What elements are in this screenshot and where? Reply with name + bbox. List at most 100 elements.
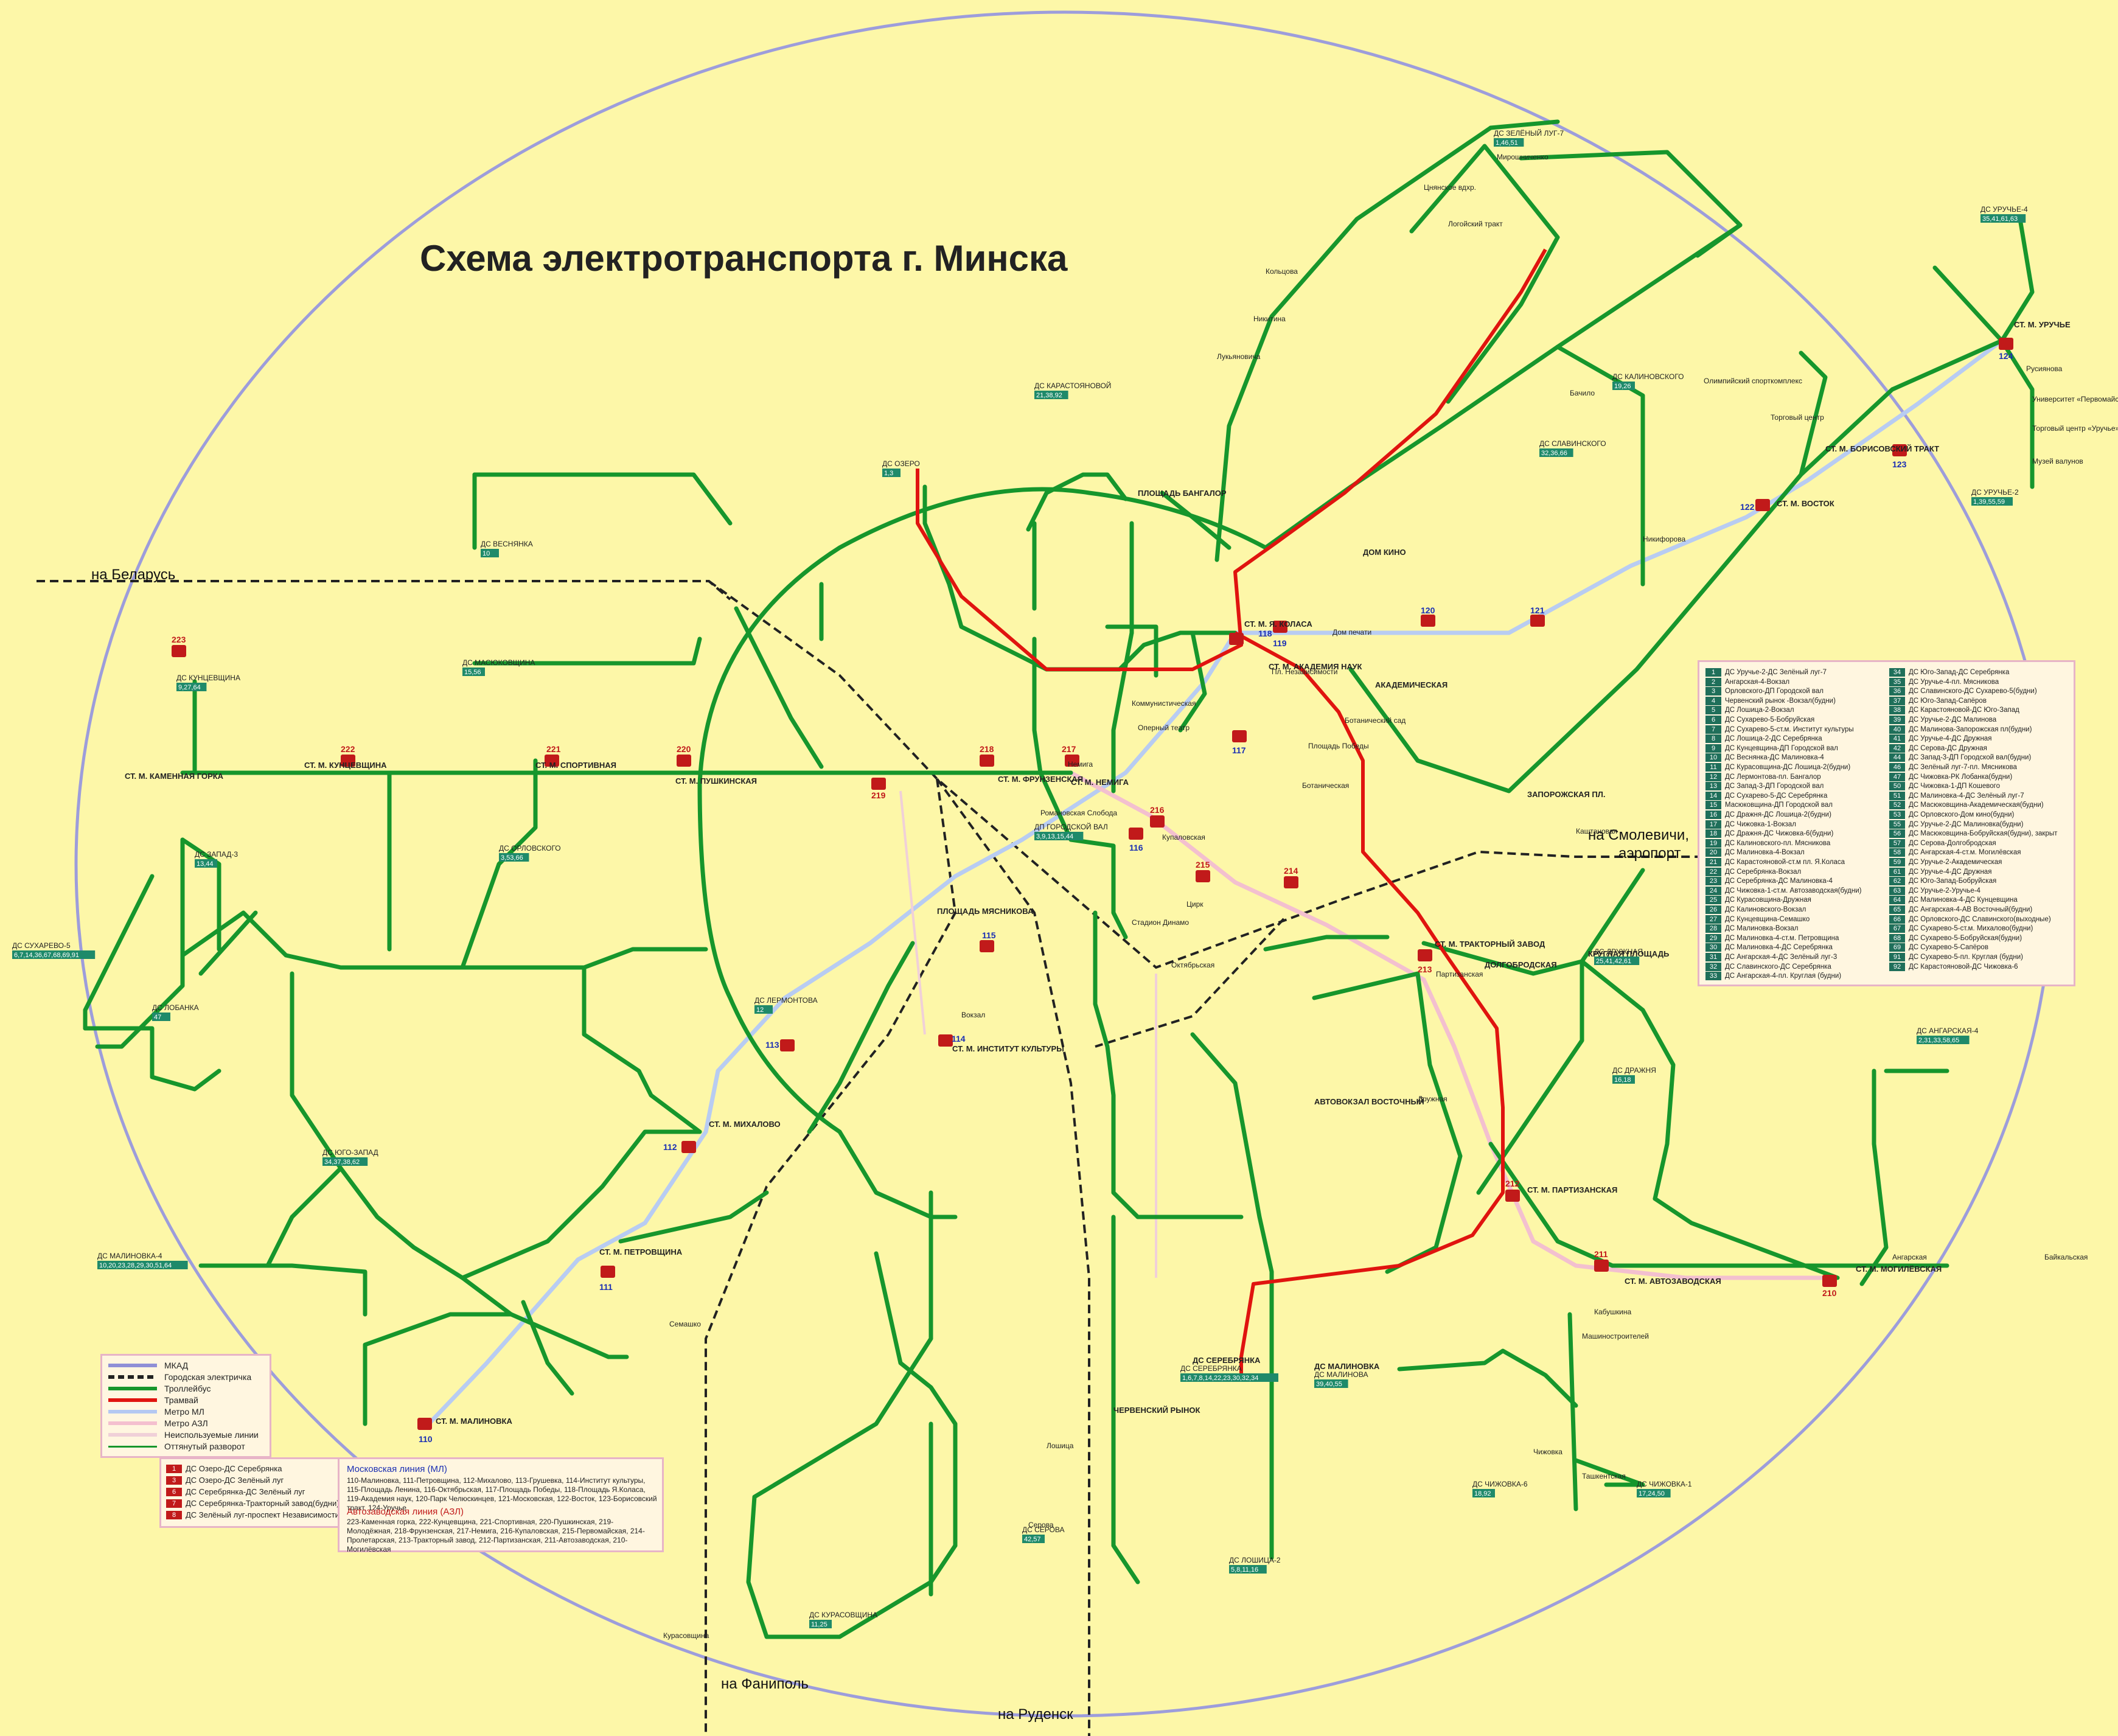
metro-115-marker[interactable]: 115 xyxy=(980,930,996,952)
depot-badge: ДС ЧИЖОВКА-618,92 xyxy=(1472,1480,1528,1497)
legend-label: Городская электричка xyxy=(164,1372,252,1382)
metro-211-marker[interactable]: 211 xyxy=(1594,1249,1609,1272)
metro-223-marker[interactable]: 223 xyxy=(172,635,186,657)
svg-text:114: 114 xyxy=(952,1034,966,1044)
metro-120-marker[interactable]: 120 xyxy=(1421,605,1435,627)
route-description: ДС Уручье-2-Уручье-4 xyxy=(1909,887,1980,894)
direction-airport: аэропорт xyxy=(1618,845,1681,862)
metro-124-marker[interactable]: 124 xyxy=(1999,338,2013,361)
svg-text:Цнянское вдхр.: Цнянское вдхр. xyxy=(1424,183,1476,192)
route-description: ДС Курасовщина-ДС Лошица-2(будни) xyxy=(1725,764,1851,771)
metro-112-marker[interactable]: 112 xyxy=(663,1141,696,1153)
route-description: ДС Озеро-ДС Серебрянка xyxy=(186,1464,282,1473)
route-number: 34 xyxy=(1889,668,1905,677)
depot-badge-box xyxy=(176,683,207,691)
legend-item: Троллейбус xyxy=(108,1384,211,1393)
metro-110-marker[interactable]: 110 xyxy=(417,1418,433,1444)
depot-badge-box xyxy=(1971,497,2013,506)
route-description: ДС Уручье-4-пл. Мясникова xyxy=(1909,678,1999,686)
route-description: ДС Сухарево-5-пл. Круглая (будни) xyxy=(1909,953,2023,961)
metro-214-marker[interactable]: 214 xyxy=(1284,866,1298,888)
depot-badge-box xyxy=(1494,138,1524,147)
legend-swatch xyxy=(108,1375,157,1379)
depot-label: ДС ЛЕРМОНТОВА xyxy=(754,996,818,1005)
route-number: 63 xyxy=(1889,886,1905,895)
svg-text:СТ. М. АВТОЗАВОДСКАЯ: СТ. М. АВТОЗАВОДСКАЯ xyxy=(1625,1277,1721,1286)
route-number: 16 xyxy=(1705,810,1721,819)
svg-text:СТ. М. БОРИСОВСКИЙ ТРАКТ: СТ. М. БОРИСОВСКИЙ ТРАКТ xyxy=(1825,444,1939,453)
svg-text:Каштановая: Каштановая xyxy=(1576,827,1617,835)
metro-217-marker[interactable]: 217 xyxy=(1062,744,1079,767)
depot-label: ДС ЗАПАД-3 xyxy=(195,850,238,859)
metro-221-marker[interactable]: 221 xyxy=(545,744,561,767)
route-number: 50 xyxy=(1889,782,1905,791)
route-description: ДС Каpастояновой-ДС Юго-Запад xyxy=(1909,706,2019,714)
metro-218-marker[interactable]: 218 xyxy=(980,744,994,767)
route-number: 13 xyxy=(1705,782,1721,791)
metro-212-marker[interactable]: 212 xyxy=(1505,1179,1520,1202)
route-number: 3 xyxy=(166,1476,182,1485)
route-number: 3 xyxy=(1705,687,1721,696)
svg-text:Вокзал: Вокзал xyxy=(961,1011,985,1019)
depot-badge-box xyxy=(1472,1489,1495,1497)
svg-text:ЗАПОРОЖСКАЯ ПЛ.: ЗАПОРОЖСКАЯ ПЛ. xyxy=(1527,790,1605,799)
route-description: ДС Лошица-2-ДС Серебрянка xyxy=(1725,735,1822,743)
depot-label: ДС ЧИЖОВКА-1 xyxy=(1637,1480,1692,1488)
metro-219-marker[interactable]: 219 xyxy=(871,778,886,800)
metro-122-marker[interactable]: 122 xyxy=(1740,499,1770,512)
metro-113-marker[interactable]: 113 xyxy=(765,1039,795,1051)
route-number: 17 xyxy=(1705,820,1721,829)
svg-text:122: 122 xyxy=(1740,502,1755,512)
metro-111-marker[interactable]: 111 xyxy=(599,1266,615,1292)
route-number: 26 xyxy=(1705,905,1721,914)
azl-description: 223-Каменная горка, 222-Кунцевщина, 221-… xyxy=(347,1518,645,1553)
route-description: ДС Сухарево-5-ст.м. Институт культуры xyxy=(1725,725,1854,733)
depot-routes: 9,27,64 xyxy=(178,684,201,691)
metro-123-marker[interactable]: 123 xyxy=(1892,444,1907,469)
metro-119-marker[interactable]: 119 xyxy=(1273,621,1287,648)
route-number: 53 xyxy=(1889,810,1905,819)
metro-121-marker[interactable]: 121 xyxy=(1530,605,1545,627)
route-number: 39 xyxy=(1889,716,1905,724)
metro-118-marker[interactable]: 118 xyxy=(1229,629,1272,645)
metro-215-marker[interactable]: 215 xyxy=(1196,860,1210,882)
depot-routes: 18,92 xyxy=(1474,1490,1491,1497)
metro-213-marker[interactable]: 213 xyxy=(1418,949,1432,974)
route-number: 40 xyxy=(1889,725,1905,734)
route-description: ДС Серебрянка-ДС Малиновка-4 xyxy=(1725,877,1833,885)
metro-210-marker[interactable]: 210 xyxy=(1822,1275,1837,1298)
svg-text:АКАДЕМИЧЕСКАЯ: АКАДЕМИЧЕСКАЯ xyxy=(1375,680,1447,689)
route-number: 32 xyxy=(1705,962,1721,971)
depot-label: ДС ЛОБАНКА xyxy=(152,1003,199,1012)
route-description: ДС Серебрянка-Тракторный завод(будни) xyxy=(186,1499,340,1508)
metro-117-marker[interactable]: 117 xyxy=(1232,730,1247,755)
legend-swatch xyxy=(108,1445,157,1448)
route-number: 64 xyxy=(1889,896,1905,905)
svg-text:213: 213 xyxy=(1418,964,1432,974)
route-number: 5 xyxy=(1705,706,1721,715)
metro-216-marker[interactable]: 216 xyxy=(1150,805,1165,828)
metro-116-marker[interactable]: 116 xyxy=(1129,828,1143,852)
route-description: ДС Чижовка-1-ст.м. Автозаводская(будни) xyxy=(1725,887,1862,894)
metro-220-marker[interactable]: 220 xyxy=(677,744,691,767)
metro-114-marker[interactable]: 114 xyxy=(938,1034,966,1047)
svg-text:СТ. М. МОГИЛЁВСКАЯ: СТ. М. МОГИЛЁВСКАЯ xyxy=(1856,1264,1942,1274)
route-description: ДС Малиновка-4-Вокзал xyxy=(1725,849,1805,857)
depot-routes: 6,7,14,36,67,68,69,91 xyxy=(14,952,79,959)
route-description: ДС Юго-Запад-Бобруйская xyxy=(1909,877,1997,885)
metro-222-marker[interactable]: 222 xyxy=(341,744,355,767)
route-number: 59 xyxy=(1889,858,1905,866)
legend-label: Трамвай xyxy=(164,1395,198,1405)
svg-text:218: 218 xyxy=(980,744,994,754)
svg-text:СТ. М. ФРУНЗЕНСКАЯ: СТ. М. ФРУНЗЕНСКАЯ xyxy=(998,775,1083,784)
route-description: ДС Калиновского-пл. Мясникова xyxy=(1725,839,1831,847)
